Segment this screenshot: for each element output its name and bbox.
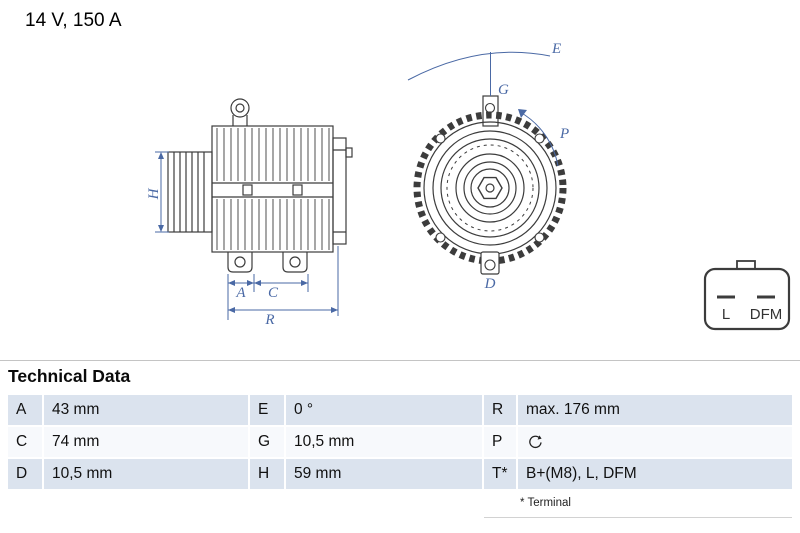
dim-label-c: C: [268, 285, 279, 301]
spec-label: C: [8, 427, 42, 457]
alternator-front-view: E G P D: [407, 41, 569, 292]
dimension-r: [228, 246, 339, 316]
bolt-ear: [534, 232, 545, 243]
spec-label: A: [8, 395, 42, 425]
connector-outline: [703, 260, 791, 331]
connector-body: [703, 267, 791, 331]
spec-value: 74 mm: [44, 427, 248, 457]
terminal-footnote: * Terminal: [520, 497, 571, 509]
bolt-ear: [534, 133, 545, 144]
technical-data-table: A 43 mm E 0 ° R max. 176 mm C 74 mm G 10…: [8, 395, 792, 489]
dim-label-a: A: [235, 285, 246, 301]
rotation-direction-arrow: [519, 111, 559, 167]
bottom-tab: [480, 251, 500, 275]
rotation-clockwise-icon: [529, 435, 542, 449]
spec-label: G: [250, 427, 284, 457]
shaft-nut-hex: [477, 176, 503, 200]
section-divider: [0, 360, 800, 361]
side-view-outline: [167, 98, 353, 273]
housing: [211, 125, 334, 253]
connector-pin-left-label: L: [722, 306, 730, 323]
rear-bracket: [332, 137, 353, 245]
spec-label: E: [250, 395, 284, 425]
spec-value: 10,5 mm: [286, 427, 482, 457]
spec-value: 0 °: [286, 395, 482, 425]
connector-pin-right-label: DFM: [750, 306, 783, 323]
side-view-dimensions: [155, 151, 339, 320]
pulley: [167, 151, 213, 233]
technical-data-heading: Technical Data: [8, 366, 131, 386]
spec-label: H: [250, 459, 284, 489]
table-row: A 43 mm E 0 ° R max. 176 mm: [8, 395, 792, 425]
spec-value: 43 mm: [44, 395, 248, 425]
bolt-ear: [435, 232, 446, 243]
spec-label: P: [484, 427, 516, 457]
spec-label: R: [484, 395, 516, 425]
dim-label-r: R: [264, 312, 274, 328]
footnote-divider: [484, 517, 792, 518]
spec-label: T*: [484, 459, 516, 489]
front-view-outline: [413, 95, 567, 275]
spec-value: B+(M8), L, DFM: [518, 459, 792, 489]
dim-label-e: E: [551, 41, 561, 57]
connector-diagram: L DFM: [703, 260, 791, 331]
spec-value: max. 176 mm: [518, 395, 792, 425]
bolt-ear: [435, 133, 446, 144]
dimension-a-c: [227, 274, 309, 320]
front-view-dimensions: [407, 51, 559, 167]
page-title: 14 V, 150 A: [25, 10, 122, 31]
dim-label-p: P: [559, 126, 569, 142]
top-mounting-ear: [230, 98, 250, 126]
dim-label-d: D: [484, 276, 496, 292]
bottom-mounting-lugs: [227, 252, 308, 273]
spec-value: 10,5 mm: [44, 459, 248, 489]
dimension-h: [155, 151, 169, 233]
dimension-e-arc: [407, 51, 551, 81]
alternator-side-view: H A C R: [146, 98, 353, 328]
dim-label-g: G: [498, 82, 509, 98]
spec-label: D: [8, 459, 42, 489]
spec-value: [518, 427, 792, 457]
table-row: C 74 mm G 10,5 mm P: [8, 427, 792, 457]
spec-value: 59 mm: [286, 459, 482, 489]
table-row: D 10,5 mm H 59 mm T* B+(M8), L, DFM: [8, 459, 792, 489]
dim-label-h: H: [146, 187, 162, 200]
